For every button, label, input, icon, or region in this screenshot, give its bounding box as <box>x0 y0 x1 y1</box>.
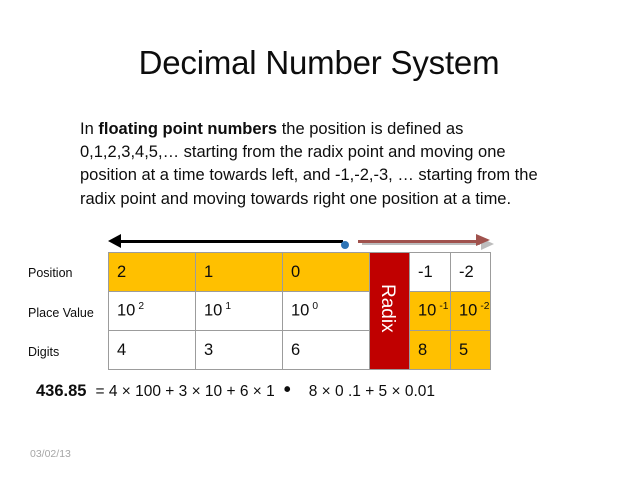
radix-label: Radix <box>377 284 398 333</box>
leftward-arrow-icon <box>108 234 343 248</box>
page-title: Decimal Number System <box>138 44 500 81</box>
equation-right-side: 8 × 0 .1 + 5 × 0.01 <box>308 383 436 400</box>
cell-position-0: 0 <box>282 252 370 292</box>
rightward-arrow-shaft <box>358 240 478 243</box>
expansion-equation: 436.85 = 4 × 100 + 3 × 10 + 6 × 1 • 8 × 0 .… <box>36 379 435 402</box>
table-row: 2 1 0 Radix -1 -2 <box>108 252 491 370</box>
body-paragraph: In floating point numbers the position i… <box>80 118 560 211</box>
leftward-arrowhead <box>108 234 121 248</box>
cell-digit-4: 4 <box>108 330 196 370</box>
body-text-post: the position is defined as 0,1,2,3,4,5,…… <box>80 120 538 208</box>
rightward-arrowhead <box>476 234 490 246</box>
equation-left-side: = 4 × 100 + 3 × 10 + 6 × 1 <box>95 383 275 400</box>
exponent: 0 <box>312 301 319 313</box>
table-row-labels: Position Place Value Digits <box>28 252 108 368</box>
cell-position-1: 1 <box>195 252 283 292</box>
equation-radix-separator: • <box>283 379 291 401</box>
row-label-place-value: Place Value <box>28 306 94 320</box>
cell-placevalue-10e-1: 10-1 <box>409 291 451 331</box>
footer-date: 03/02/13 <box>30 448 71 460</box>
rightward-arrow-shadow-shaft <box>362 243 480 245</box>
cell-digit-6: 6 <box>282 330 370 370</box>
cell-position-minus2: -2 <box>450 252 491 292</box>
radix-column: Radix <box>369 252 410 370</box>
base: 10 <box>204 301 223 320</box>
cell-position-minus1: -1 <box>409 252 451 292</box>
base: 10 <box>418 301 437 320</box>
radix-point-dot-icon <box>341 241 349 249</box>
cell-digit-5: 5 <box>450 330 491 370</box>
body-text-pre: In <box>80 120 99 138</box>
cell-digit-3: 3 <box>195 330 283 370</box>
table-row: 4 3 6 8 5 <box>108 330 491 370</box>
rightward-arrow-icon <box>358 234 494 250</box>
cell-digit-8: 8 <box>409 330 451 370</box>
cell-position-2: 2 <box>108 252 196 292</box>
base: 10 <box>291 301 310 320</box>
exponent: 2 <box>138 301 145 313</box>
exponent: 1 <box>225 301 232 313</box>
row-label-digits: Digits <box>28 345 60 359</box>
body-text-bold: floating point numbers <box>98 120 278 138</box>
exponent: -2 <box>480 301 490 313</box>
base: 10 <box>117 301 136 320</box>
row-label-position: Position <box>28 266 73 280</box>
base: 10 <box>459 301 478 320</box>
equation-number: 436.85 <box>36 382 87 400</box>
direction-arrows <box>0 228 638 254</box>
cell-placevalue-10e-2: 10-2 <box>450 291 491 331</box>
leftward-arrow-shaft <box>117 240 343 243</box>
exponent: -1 <box>439 301 449 313</box>
